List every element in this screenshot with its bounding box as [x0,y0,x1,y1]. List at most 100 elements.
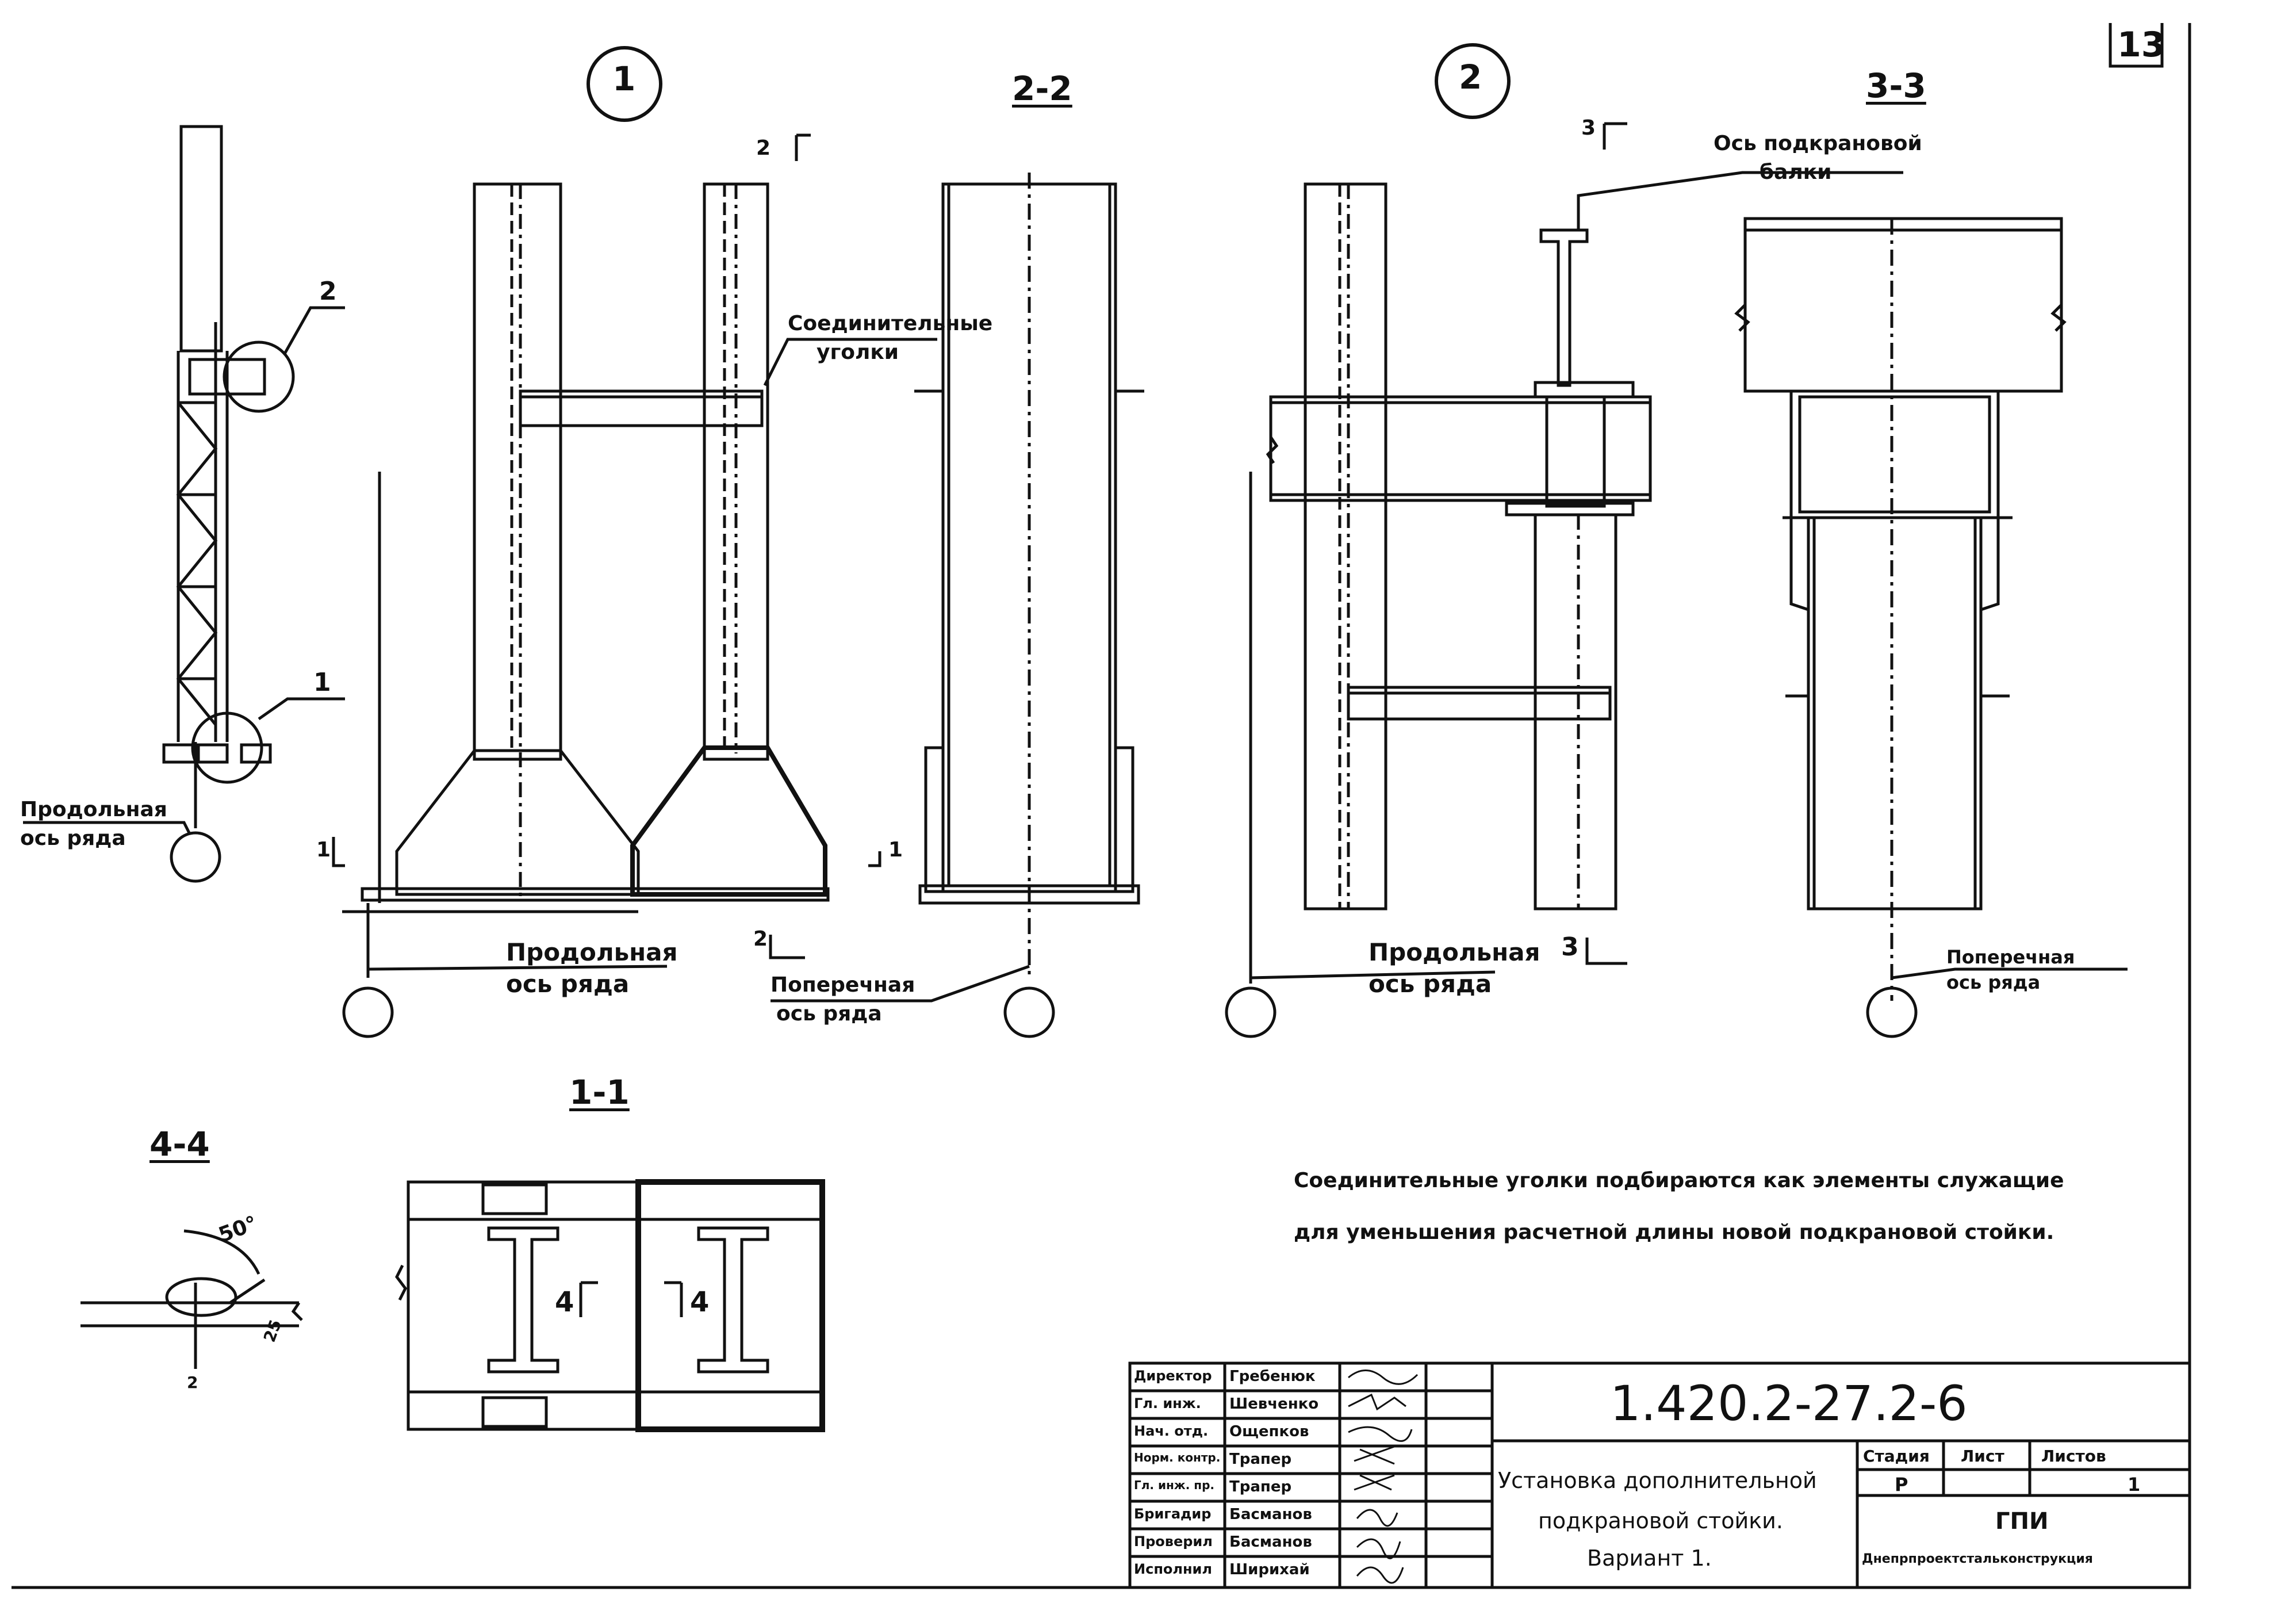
signature [1354,1474,1395,1491]
s22-axis-label-2: ось ряда [776,1002,882,1026]
cut-3-3-bottom [1585,938,1627,965]
cut-1-1-right [868,851,881,867]
cut-3-label-bottom: 3 [1561,932,1579,962]
overview-axis-label-2: ось ряда [20,827,126,850]
s33-column [1807,516,1983,911]
detail-2-title: 2 [1459,58,1482,97]
cut-2-label-bottom: 2 [753,927,768,951]
overview-bases [162,743,272,764]
section-1-1-title: 1-1 [569,1073,630,1112]
cut-2-2-top [795,133,811,161]
drawing-title-2: подкрановой стойки. [1538,1508,1783,1533]
signature [1354,1445,1395,1465]
note-line-2: для уменьшения расчетной длины новой под… [1294,1221,2054,1244]
s11-i-beam-right [697,1226,769,1374]
detail-circle-1 [191,711,263,784]
d2-axis-label-1: Продольная [1369,938,1540,966]
signature [1348,1426,1413,1442]
d2-old-column [1304,182,1387,911]
s33-crane-beam [1743,217,2063,393]
role-1: Гл. инж. [1134,1395,1201,1411]
detail-1-title: 1 [612,59,636,98]
axis-bubble-overview [170,831,221,883]
d2-beam-axis-label-1: Ось подкрановой [1714,132,1922,155]
role-7: Исполнил [1134,1561,1212,1577]
signatures [1348,1369,1419,1584]
s33-knee-left [1789,518,1810,612]
name-4: Трапер [1229,1478,1292,1495]
tb-outer [1128,1361,2191,1589]
s44-angle-arc [183,1229,260,1275]
title-block [1128,1361,2191,1589]
sheets-header: Листов [2041,1447,2106,1466]
org-full: Днепрпроектстальконструкция [1862,1552,2093,1566]
cut-1-label-left: 1 [316,838,331,862]
d2-beam-axis-label-2: балки [1760,160,1832,184]
s22-angles [914,389,1144,403]
cut-3-label-top: 3 [1581,116,1596,140]
overview-lattice [176,401,218,726]
d1-old-column [473,182,562,761]
s22-axis-leader [771,965,1030,1003]
d1-axis-leader [367,965,668,971]
d2-connecting-angle [1347,686,1612,721]
sheet-header: Лист [1961,1447,2004,1466]
name-7: Ширихай [1229,1561,1310,1578]
signature [1348,1393,1406,1411]
s33-axis-leader [1891,967,2128,980]
name-3: Трапер [1229,1451,1292,1468]
cut-1-1-left [332,837,345,867]
signature [1356,1538,1401,1559]
d2-new-column [1534,513,1617,911]
drawing-code: 1.420.2-27.2-6 [1610,1375,1968,1432]
role-0: Директор [1134,1368,1212,1384]
s22-base-plate [918,884,1140,905]
d1-axis-label-1: Продольная [506,938,678,966]
cut-4-4-right [664,1281,683,1317]
role-3: Норм. контр. [1134,1451,1221,1464]
section-4-4 [81,1229,303,1369]
name-0: Гребенюк [1229,1368,1316,1385]
d1-axis-label-2: ось ряда [506,970,630,998]
leader-1 [258,697,345,721]
stage-value: Р [1895,1474,1908,1495]
s44-dim-b: 2 [187,1373,198,1392]
d1-old-base [395,749,640,896]
detail-circle-2 [223,341,295,413]
section-2-2-title: 2-2 [1012,69,1072,108]
overview-elevation [23,125,345,883]
cut-4-label-right: 4 [690,1286,710,1318]
overview-crane-beam [188,358,266,396]
signature [1356,1566,1404,1584]
sheet-number: 13 [2117,25,2165,65]
overview-column-upper [179,125,223,353]
axis-bubble-s33 [1866,986,1918,1038]
signature [1356,1509,1398,1527]
section-4-4-title: 4-4 [150,1124,210,1164]
d2-rail-plate [1534,381,1635,399]
s33-brake-box [1789,389,2000,519]
s11-i-beam-left [487,1226,559,1374]
axis-bubble-s22 [1003,986,1055,1038]
section-3-3-title: 3-3 [1866,66,1926,105]
name-6: Басманов [1229,1533,1312,1551]
d2-axis-label-2: ось ряда [1369,970,1492,998]
axis-bubble-d1 [342,986,394,1038]
section-3-3 [1734,217,2128,1038]
overview-callout-2: 2 [319,277,337,306]
d1-base-plate [361,887,830,902]
d1-angle-leader [763,338,937,387]
d1-angles-label-2: уголки [817,341,899,364]
stage-header: Стадия [1863,1447,1930,1466]
leader-2 [283,306,345,355]
cut-2-label-top: 2 [756,136,771,160]
detail-2-elevation [1225,122,1903,1038]
role-2: Нач. отд. [1134,1423,1209,1439]
sheet-number-box [2109,23,2164,68]
signature [1348,1369,1419,1385]
leader-axis-left [23,821,191,835]
s33-knee-right [1979,518,2000,612]
drawing-title-1: Установка дополнительной [1498,1468,1817,1493]
org-short: ГПИ [1995,1508,2049,1535]
